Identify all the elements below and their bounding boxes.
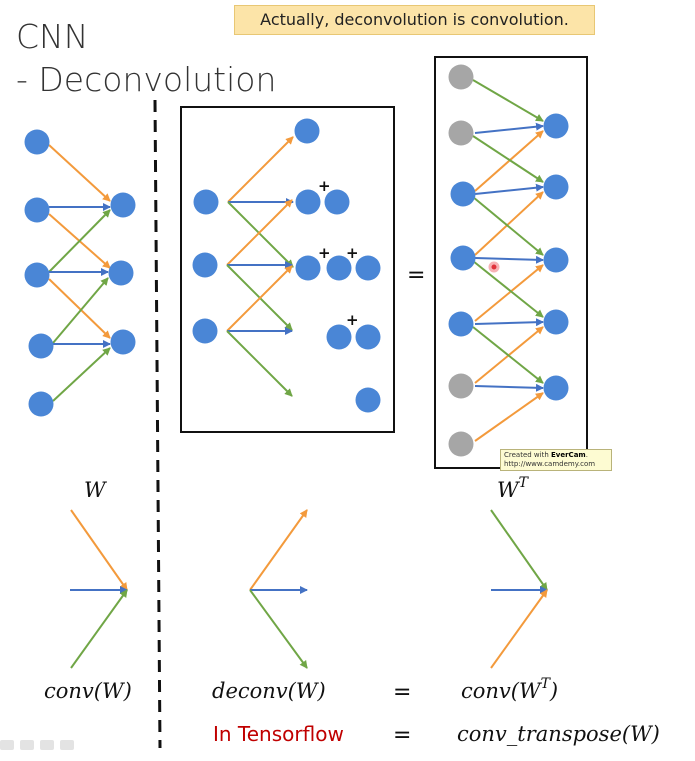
slide-title: CNN — [16, 17, 89, 56]
orange-arrow — [474, 130, 544, 192]
green-arrow — [227, 201, 294, 268]
deconv-box — [180, 106, 395, 433]
blue-arrow — [474, 183, 544, 195]
green-arrow — [472, 326, 544, 384]
neuron-node — [28, 333, 54, 359]
green-arrow — [48, 209, 111, 273]
label-deconv-w: deconv(W) — [212, 679, 326, 703]
orange-arrow — [474, 191, 544, 256]
slide-subtitle: - Deconvolution — [16, 60, 277, 99]
green-arrow — [490, 509, 548, 591]
neuron-node — [543, 174, 569, 200]
neuron-node — [324, 189, 350, 215]
label-w-transpose: WT — [497, 475, 530, 502]
neuron-node — [355, 255, 381, 281]
neuron-node — [110, 329, 136, 355]
plus-sign: + — [318, 244, 331, 262]
green-arrow — [70, 589, 128, 669]
equals-sign: = — [393, 723, 411, 748]
neuron-node — [543, 247, 569, 273]
neuron-node — [543, 309, 569, 335]
evercam-watermark: Created with EverCam. http://www.camdemy… — [500, 449, 612, 471]
orange-arrow — [474, 392, 544, 442]
slide-toolbar — [0, 736, 110, 756]
blue-arrow — [474, 255, 544, 264]
neuron-node — [326, 324, 352, 350]
orange-arrow — [48, 144, 111, 202]
neuron-node — [24, 129, 50, 155]
padding-node — [448, 431, 474, 457]
label-conv-w-transpose: conv(WT) — [461, 676, 558, 703]
green-arrow — [249, 589, 308, 669]
green-arrow — [52, 277, 109, 344]
neuron-node — [355, 324, 381, 350]
orange-arrow — [226, 265, 293, 332]
plus-sign: + — [346, 244, 359, 262]
pen-icon[interactable] — [20, 740, 34, 750]
green-arrow — [472, 260, 544, 318]
label-w: W — [84, 478, 108, 502]
green-arrow — [226, 330, 293, 397]
pointer-highlight — [488, 261, 500, 273]
blue-arrow — [474, 318, 544, 327]
neuron-node — [450, 181, 476, 207]
neuron-node — [24, 197, 50, 223]
neuron-node — [110, 192, 136, 218]
plus-sign: + — [346, 311, 359, 329]
green-arrow — [472, 79, 544, 122]
label-conv-w: conv(W) — [44, 679, 132, 703]
neuron-node — [193, 189, 219, 215]
green-arrow — [472, 135, 544, 183]
callout-note: Actually, deconvolution is convolution. — [234, 5, 595, 35]
orange-arrow — [227, 136, 294, 203]
neuron-node — [543, 375, 569, 401]
green-arrow — [52, 347, 111, 402]
orange-arrow — [48, 278, 111, 339]
label-conv-transpose: conv_transpose(W) — [457, 722, 660, 746]
orange-arrow — [70, 509, 128, 591]
green-arrow — [472, 196, 544, 256]
padding-node — [448, 120, 474, 146]
neuron-node — [24, 262, 50, 288]
neuron-node — [28, 391, 54, 417]
neuron-node — [294, 118, 320, 144]
neuron-node — [448, 311, 474, 337]
in-tensorflow-label: In Tensorflow — [213, 722, 344, 746]
equals-sign: = — [393, 680, 411, 705]
orange-arrow — [249, 509, 308, 591]
neuron-node — [543, 113, 569, 139]
neuron-node — [450, 245, 476, 271]
neuron-node — [192, 318, 218, 344]
padding-node — [448, 64, 474, 90]
forward-icon[interactable] — [60, 740, 74, 750]
blue-arrow — [474, 122, 544, 134]
neuron-node — [326, 255, 352, 281]
neuron-node — [295, 255, 321, 281]
plus-sign: + — [318, 177, 331, 195]
equals-sign: = — [407, 263, 425, 288]
blue-arrow — [474, 383, 544, 392]
section-divider — [153, 99, 162, 749]
orange-arrow — [226, 199, 293, 266]
menu-icon[interactable] — [40, 740, 54, 750]
orange-arrow — [490, 589, 548, 669]
padding-node — [448, 373, 474, 399]
neuron-node — [295, 189, 321, 215]
neuron-node — [108, 260, 134, 286]
play-icon[interactable] — [0, 740, 14, 750]
neuron-node — [355, 387, 381, 413]
neuron-node — [192, 252, 218, 278]
orange-arrow — [474, 264, 544, 322]
